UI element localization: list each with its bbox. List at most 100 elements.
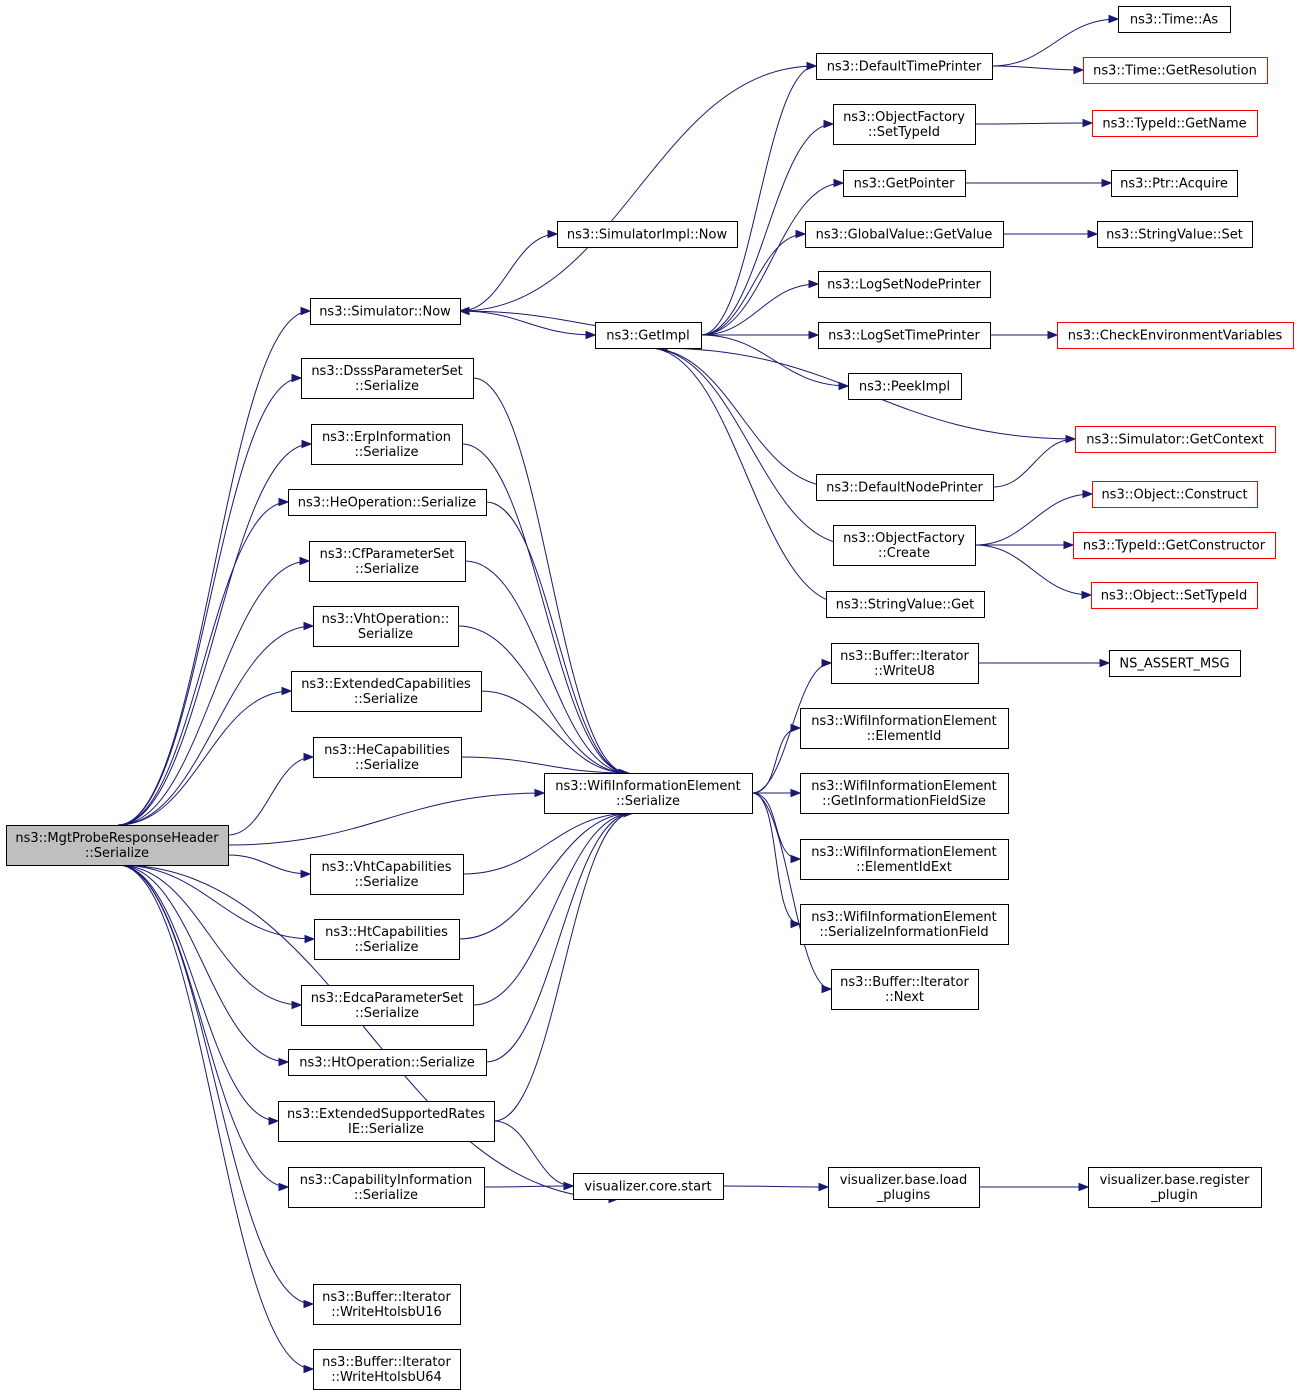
arrowhead	[268, 1116, 280, 1126]
node-ns3-checkenvironmentvariables[interactable]: ns3::CheckEnvironmentVariables	[1057, 322, 1294, 349]
call-edge-getimpl-of_create	[647, 347, 854, 546]
node-ns3-defaulttimeprinter[interactable]: ns3::DefaultTimePrinter	[816, 53, 993, 80]
node-ns3-extendedcapabilities-serialize[interactable]: ns3::ExtendedCapabilities::Serialize	[291, 671, 482, 712]
node-ns3-simulator-getcontext[interactable]: ns3::Simulator::GetContext	[1075, 426, 1276, 453]
call-edge-root-write16	[117, 864, 314, 1305]
node-ns3-objectfactory-create[interactable]: ns3::ObjectFactory::Create	[833, 525, 976, 566]
node-visualizer-base-load-plugins[interactable]: visualizer.base.load_plugins	[828, 1167, 980, 1208]
node-ns3-edcaparameterset-serialize[interactable]: ns3::EdcaParameterSet::Serialize	[301, 985, 474, 1026]
node-ns3-logsettimeprinter[interactable]: ns3::LogSetTimePrinter	[818, 322, 991, 349]
call-edge-vhtop-wie_ser	[457, 625, 629, 774]
arrowhead	[1082, 118, 1094, 128]
node-label: visualizer.core.start	[584, 1180, 711, 1195]
node-label: ::WriteHtolsbU64	[331, 1370, 442, 1385]
call-edge-capinfo-viz_start	[483, 1185, 574, 1188]
call-edge-root-htop	[117, 864, 289, 1063]
node-ns3-cfparameterset-serialize[interactable]: ns3::CfParameterSet::Serialize	[309, 541, 466, 582]
node-box	[1111, 170, 1238, 197]
node-box	[544, 773, 753, 814]
node-ns3-object-construct[interactable]: ns3::Object::Construct	[1092, 481, 1258, 508]
node-ns3-peekimpl[interactable]: ns3::PeekImpl	[848, 373, 962, 400]
node-ns3-vhtoperation-serialize[interactable]: ns3::VhtOperation::Serialize	[313, 606, 459, 647]
node-box	[831, 969, 979, 1010]
node-box	[816, 53, 993, 80]
node-label: ns3::WifiInformationElement	[811, 845, 997, 860]
node-ns3-wifiinformationelement-serializeinformationfield[interactable]: ns3::WifiInformationElement::SerializeIn…	[800, 904, 1009, 945]
node-ns3-buffer-iterator-writehtolsbu64[interactable]: ns3::Buffer::Iterator::WriteHtolsbU64	[313, 1349, 461, 1390]
call-nodes: ns3::MgtProbeResponseHeader::Serializens…	[6, 6, 1294, 1390]
node-ns3-htoperation-serialize[interactable]: ns3::HtOperation::Serialize	[288, 1049, 487, 1076]
node-label: ns3::WifiInformationElement	[811, 779, 997, 794]
call-edge-deftimeprinter-time_as	[991, 18, 1119, 67]
call-edge-wie_ser-bi_next	[751, 792, 832, 990]
node-box	[818, 271, 991, 298]
node-box	[1073, 532, 1276, 559]
node-ns3-time-getresolution[interactable]: ns3::Time::GetResolution	[1083, 57, 1268, 84]
node-label: ns3::SimulatorImpl::Now	[567, 228, 728, 243]
node-ns3-getimpl[interactable]: ns3::GetImpl	[595, 322, 702, 349]
node-label: ns3::TypeId::GetConstructor	[1083, 539, 1266, 554]
node-ns3-stringvalue-set[interactable]: ns3::StringValue::Set	[1097, 221, 1253, 248]
node-ns-assert-msg[interactable]: NS_ASSERT_MSG	[1109, 650, 1241, 677]
node-ns3-ptr-acquire[interactable]: ns3::Ptr::Acquire	[1111, 170, 1238, 197]
node-ns3-object-settypeid[interactable]: ns3::Object::SetTypeId	[1091, 582, 1258, 609]
node-visualizer-base-register-plugin[interactable]: visualizer.base.register_plugin	[1088, 1167, 1262, 1208]
node-ns3-time-as[interactable]: ns3::Time::As	[1118, 6, 1231, 33]
node-box	[291, 671, 482, 712]
node-ns3-vhtcapabilities-serialize[interactable]: ns3::VhtCapabilities::Serialize	[310, 854, 464, 895]
arrowhead	[278, 1182, 290, 1192]
node-ns3-heoperation-serialize[interactable]: ns3::HeOperation::Serialize	[288, 489, 487, 516]
node-ns3-typeid-getconstructor[interactable]: ns3::TypeId::GetConstructor	[1073, 532, 1276, 559]
node-box	[1057, 322, 1294, 349]
node-ns3-buffer-iterator-next[interactable]: ns3::Buffer::Iterator::Next	[831, 969, 979, 1010]
node-label: ns3::StringValue::Set	[1106, 228, 1243, 243]
node-ns3-wifiinformationelement-serialize[interactable]: ns3::WifiInformationElement::Serialize	[544, 773, 753, 814]
arrowhead	[303, 1299, 315, 1309]
node-visualizer-core-start[interactable]: visualizer.core.start	[573, 1173, 724, 1200]
node-ns3-getpointer[interactable]: ns3::GetPointer	[843, 170, 966, 197]
node-box	[800, 708, 1009, 749]
node-ns3-globalvalue-getvalue[interactable]: ns3::GlobalValue::GetValue	[805, 221, 1004, 248]
arrowhead	[1082, 489, 1094, 499]
call-edge-viz_start-viz_load	[722, 1185, 829, 1188]
node-ns3-simulatorimpl-now[interactable]: ns3::SimulatorImpl::Now	[557, 221, 738, 248]
call-edge-root-viz_start	[117, 864, 619, 1200]
node-ns3-buffer-iterator-writehtolsbu16[interactable]: ns3::Buffer::Iterator::WriteHtolsbU16	[313, 1284, 461, 1325]
call-edge-htop-wie_ser	[485, 812, 634, 1063]
node-box	[1091, 582, 1258, 609]
node-ns3-capabilityinformation-serialize[interactable]: ns3::CapabilityInformation::Serialize	[288, 1167, 485, 1208]
node-ns3-htcapabilities-serialize[interactable]: ns3::HtCapabilities::Serialize	[314, 919, 460, 960]
node-label: ::ElementIdExt	[856, 860, 952, 875]
node-label: ns3::TypeId::GetName	[1102, 117, 1246, 132]
node-label: ns3::Buffer::Iterator	[322, 1355, 451, 1370]
node-box	[848, 373, 962, 400]
node-box	[288, 489, 487, 516]
node-label: ns3::ErpInformation	[322, 430, 451, 445]
node-ns3-hecapabilities-serialize[interactable]: ns3::HeCapabilities::Serialize	[313, 737, 462, 778]
node-ns3-mgtproberesponseheader-serialize[interactable]: ns3::MgtProbeResponseHeader::Serialize	[6, 825, 229, 866]
arrowhead	[808, 279, 820, 289]
node-ns3-dsssparameterset-serialize[interactable]: ns3::DsssParameterSet::Serialize	[301, 358, 474, 399]
node-ns3-wifiinformationelement-getinformationfieldsize[interactable]: ns3::WifiInformationElement::GetInformat…	[800, 773, 1009, 814]
node-box	[826, 591, 985, 618]
node-ns3-wifiinformationelement-elementid[interactable]: ns3::WifiInformationElement::ElementId	[800, 708, 1009, 749]
arrowhead	[458, 306, 470, 316]
node-ns3-stringvalue-get[interactable]: ns3::StringValue::Get	[826, 591, 985, 618]
node-ns3-buffer-iterator-writeu8[interactable]: ns3::Buffer::Iterator::WriteU8	[831, 643, 979, 684]
node-ns3-logsetnodeprinter[interactable]: ns3::LogSetNodePrinter	[818, 271, 991, 298]
node-label: ::Serialize	[354, 1188, 418, 1203]
call-edge-of_create-obj_settypeid	[974, 544, 1092, 596]
node-ns3-simulator-now[interactable]: ns3::Simulator::Now	[310, 298, 461, 325]
node-label: IE::Serialize	[348, 1122, 424, 1137]
node-ns3-typeid-getname[interactable]: ns3::TypeId::GetName	[1092, 110, 1258, 137]
node-box	[1075, 426, 1276, 453]
node-ns3-objectfactory-settypeid[interactable]: ns3::ObjectFactory::SetTypeId	[833, 104, 976, 145]
node-label: ns3::HtOperation::Serialize	[299, 1056, 475, 1071]
node-ns3-wifiinformationelement-elementidext[interactable]: ns3::WifiInformationElement::ElementIdEx…	[800, 839, 1009, 880]
node-ns3-erpinformation-serialize[interactable]: ns3::ErpInformation::Serialize	[311, 424, 463, 465]
node-ns3-defaultnodeprinter[interactable]: ns3::DefaultNodePrinter	[816, 474, 994, 501]
arrowhead	[1073, 65, 1085, 75]
call-edge-root-vhtcap	[227, 854, 311, 875]
call-edge-root-extrates	[117, 864, 279, 1122]
